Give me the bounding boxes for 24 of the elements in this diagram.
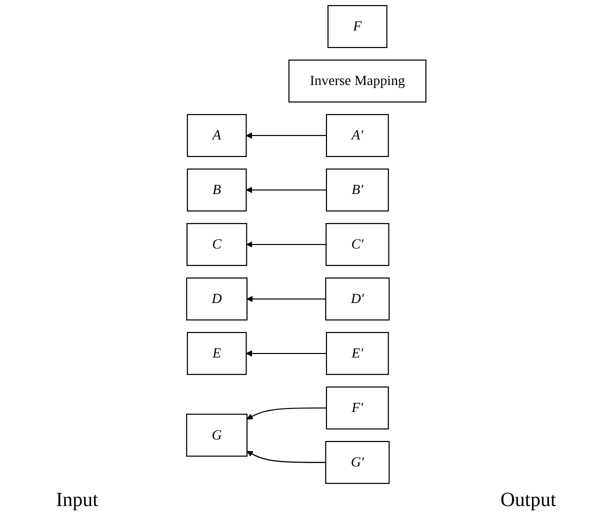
node-box: Inverse Mapping xyxy=(288,60,426,103)
arrow xyxy=(246,132,326,139)
node-box: C′ xyxy=(325,223,390,266)
node-box: B xyxy=(186,168,246,212)
node-box: E xyxy=(186,332,246,375)
arrow xyxy=(246,296,326,302)
arrow xyxy=(246,241,326,248)
node-box: G′ xyxy=(324,440,390,484)
node-box: G xyxy=(186,414,248,457)
arrow xyxy=(246,451,326,463)
node-box: D′ xyxy=(324,278,390,320)
node-box: F xyxy=(327,5,388,48)
node-box: D xyxy=(186,278,248,320)
node-box: A xyxy=(186,114,246,157)
node-box: E′ xyxy=(326,332,389,375)
node-box: B′ xyxy=(326,168,389,212)
node-box: C xyxy=(186,223,247,266)
node-box: A′ xyxy=(326,114,389,157)
arrow xyxy=(246,350,326,357)
node-box: F′ xyxy=(326,386,389,430)
arrow xyxy=(246,186,326,194)
column-label: Output xyxy=(500,489,556,512)
arrow xyxy=(246,407,326,420)
column-label: Input xyxy=(56,489,98,512)
